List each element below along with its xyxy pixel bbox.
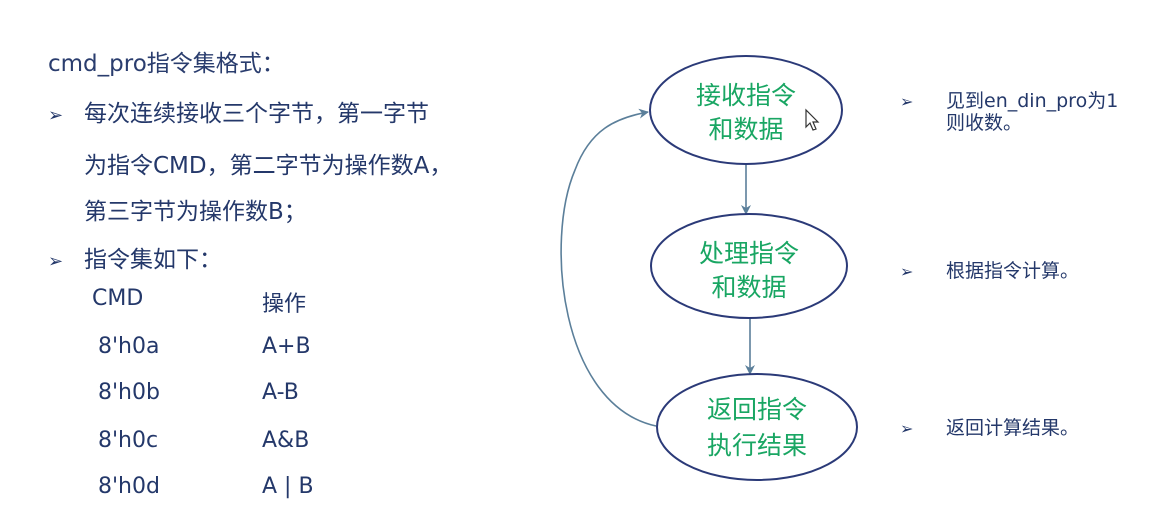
note-arrow-icon: ➢ [900,92,914,111]
table-row-2-cmd: 8'h0b [98,380,160,405]
bullet-arrow-icon: ➢ [48,251,64,272]
flow-node-receive: 接收指令 和数据 [649,55,843,165]
note-return: ➢ 返回计算结果。 [900,417,1079,440]
table-header-operation: 操作 [262,292,307,317]
flow-node-return-line-2: 执行结果 [707,431,807,460]
flow-node-receive-line-1: 接收指令 [696,81,796,110]
note-receive-line-2: 则收数。 [946,112,1023,134]
note-receive-line-1: 见到en_din_pro为1 [946,90,1119,112]
table-row-1-op: A+B [262,334,311,359]
table-row-4-cmd: 8'h0d [98,474,160,499]
note-arrow-icon: ➢ [900,419,914,438]
table-header-cmd: CMD [92,286,144,311]
flow-node-return-line-1: 返回指令 [707,395,807,424]
table-row-4-op: A | B [262,474,314,499]
bullet-1: ➢ 每次连续接收三个字节，第一字节 [48,94,429,128]
flow-node-process-line-1: 处理指令 [699,239,799,268]
flow-node-process: 处理指令 和数据 [650,213,848,319]
table-row-1-cmd: 8'h0a [98,334,160,359]
table-row-3-op: A&B [262,428,310,453]
table-row-3-cmd: 8'h0c [98,428,159,453]
note-return-line-1: 返回计算结果。 [946,417,1080,439]
bullet-1-line-1: 每次连续接收三个字节，第一字节 [84,101,429,127]
table-row-2-op: A-B [262,380,299,405]
bullet-2: ➢ 指令集如下： [48,240,222,274]
flow-node-receive-line-2: 和数据 [708,115,783,144]
slide-title: cmd_pro指令集格式： [48,51,285,77]
flow-node-process-line-2: 和数据 [711,273,786,302]
bullet-2-text: 指令集如下： [84,247,222,273]
bullet-1-line-3: 第三字节为操作数B； [84,199,307,225]
mouse-pointer-icon [805,108,820,131]
flow-node-return: 返回指令 执行结果 [656,373,858,481]
bullet-1-line-2: 为指令CMD，第二字节为操作数A， [84,153,453,179]
bullet-arrow-icon: ➢ [48,105,64,126]
note-process: ➢ 根据指令计算。 [900,260,1079,283]
note-arrow-icon: ➢ [900,262,914,281]
note-process-line-1: 根据指令计算。 [946,260,1080,282]
loop-back-arrow [560,108,657,427]
